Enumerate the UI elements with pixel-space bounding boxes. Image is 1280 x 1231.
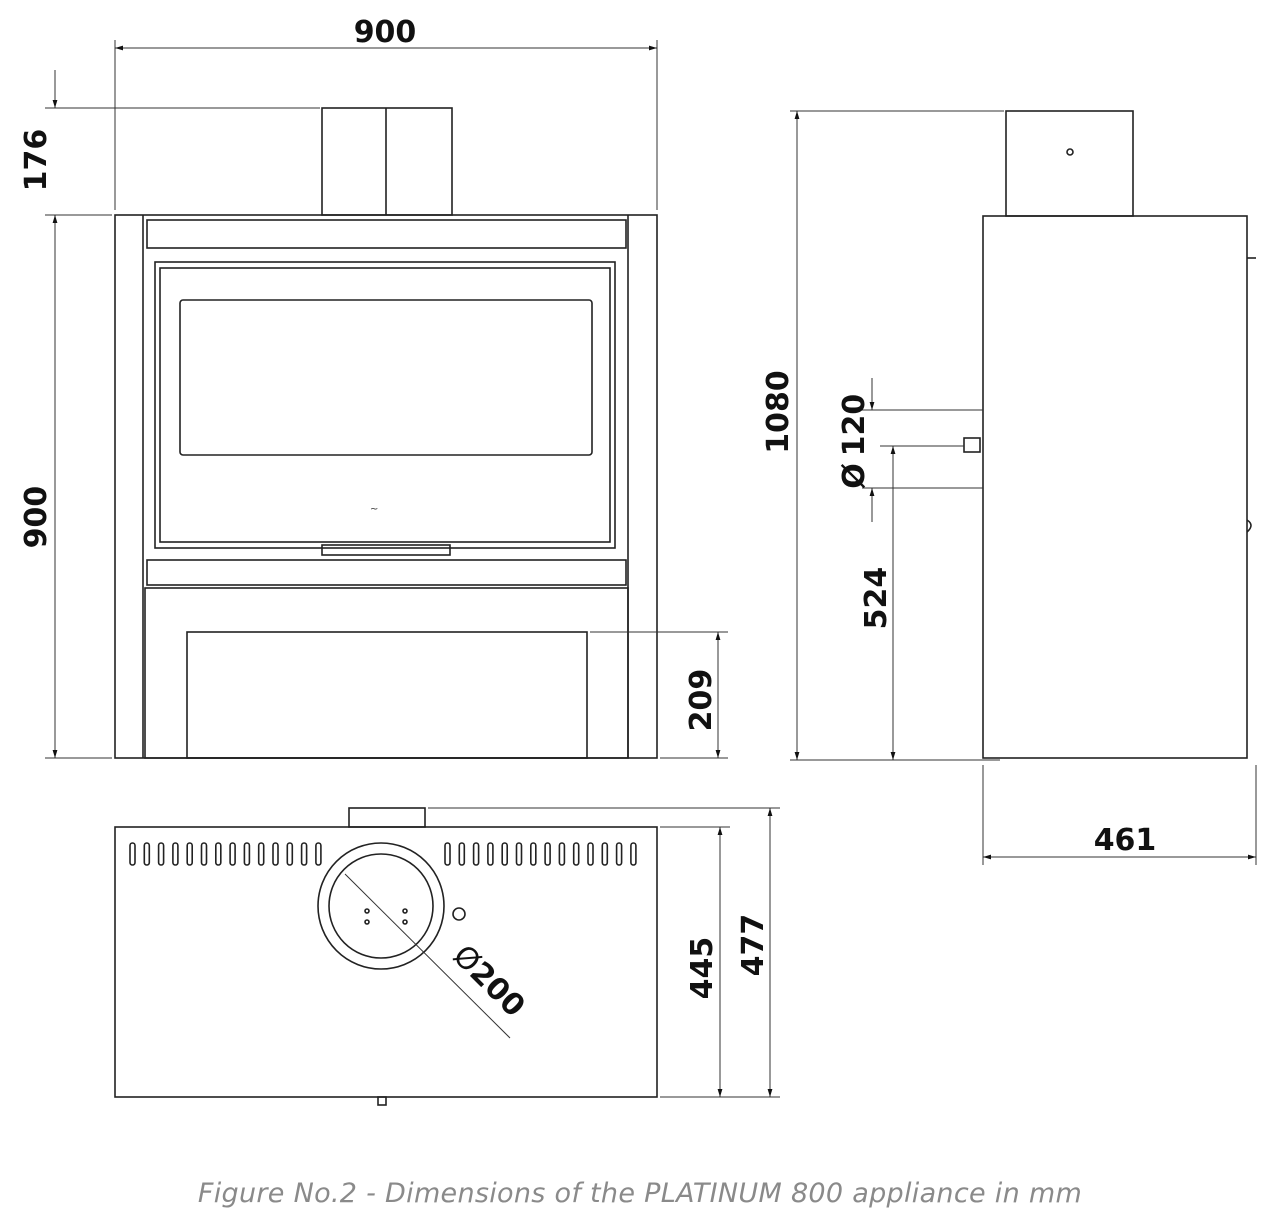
- vent-slot: [286, 842, 294, 866]
- dim-rear-outlet-height: 524: [859, 567, 894, 630]
- vent-slot: [615, 842, 623, 866]
- vent-slot: [315, 842, 322, 866]
- vent-slot: [472, 842, 480, 866]
- vent-slot: [572, 842, 580, 866]
- vent-slot: [215, 842, 222, 866]
- vent-slot: [529, 842, 537, 866]
- front-dimensions: [45, 40, 728, 759]
- vent-slot: [501, 842, 509, 866]
- vent-slot: [458, 842, 466, 866]
- vent-slot: [143, 842, 151, 866]
- figure-caption: Figure No.2 - Dimensions of the PLATINUM…: [197, 1178, 1083, 1209]
- vent-slot: [200, 842, 208, 866]
- vent-slot: [272, 842, 279, 866]
- vent-slot: [243, 842, 251, 866]
- dim-front-width: 900: [354, 15, 417, 50]
- front-view: ~: [114, 107, 658, 759]
- side-view: [790, 110, 1257, 865]
- dim-ash-height: 209: [684, 669, 719, 732]
- dim-flue-diameter: Ø200: [446, 938, 532, 1024]
- vent-slot: [172, 842, 179, 866]
- dim-flue-height: 176: [19, 129, 54, 192]
- dim-total-height: 1080: [761, 370, 796, 454]
- dim-rear-outlet: 120: [837, 394, 872, 457]
- top-view: [114, 807, 780, 1106]
- vent-slot: [601, 842, 609, 866]
- vent-slot: [157, 842, 165, 866]
- vent-slot: [444, 842, 451, 866]
- vent-slot: [515, 842, 523, 866]
- vent-slot: [186, 842, 193, 866]
- dim-depth: 461: [1094, 823, 1157, 858]
- vent-slot: [558, 842, 566, 866]
- dim-front-height: 900: [19, 486, 54, 549]
- vent-slot: [487, 842, 494, 866]
- vent-slot: [587, 842, 594, 866]
- brand-logo: ~: [370, 504, 378, 515]
- dim-top-depth-total: 477: [736, 914, 771, 977]
- vent-slot: [630, 842, 637, 866]
- vent-slot: [257, 842, 265, 866]
- vent-slot: [300, 842, 308, 866]
- dim-top-depth-body: 445: [685, 937, 720, 1000]
- vent-slot: [129, 842, 136, 866]
- vent-slot: [229, 842, 236, 866]
- vent-slot: [544, 842, 551, 866]
- diameter-symbol: Ø: [837, 463, 872, 489]
